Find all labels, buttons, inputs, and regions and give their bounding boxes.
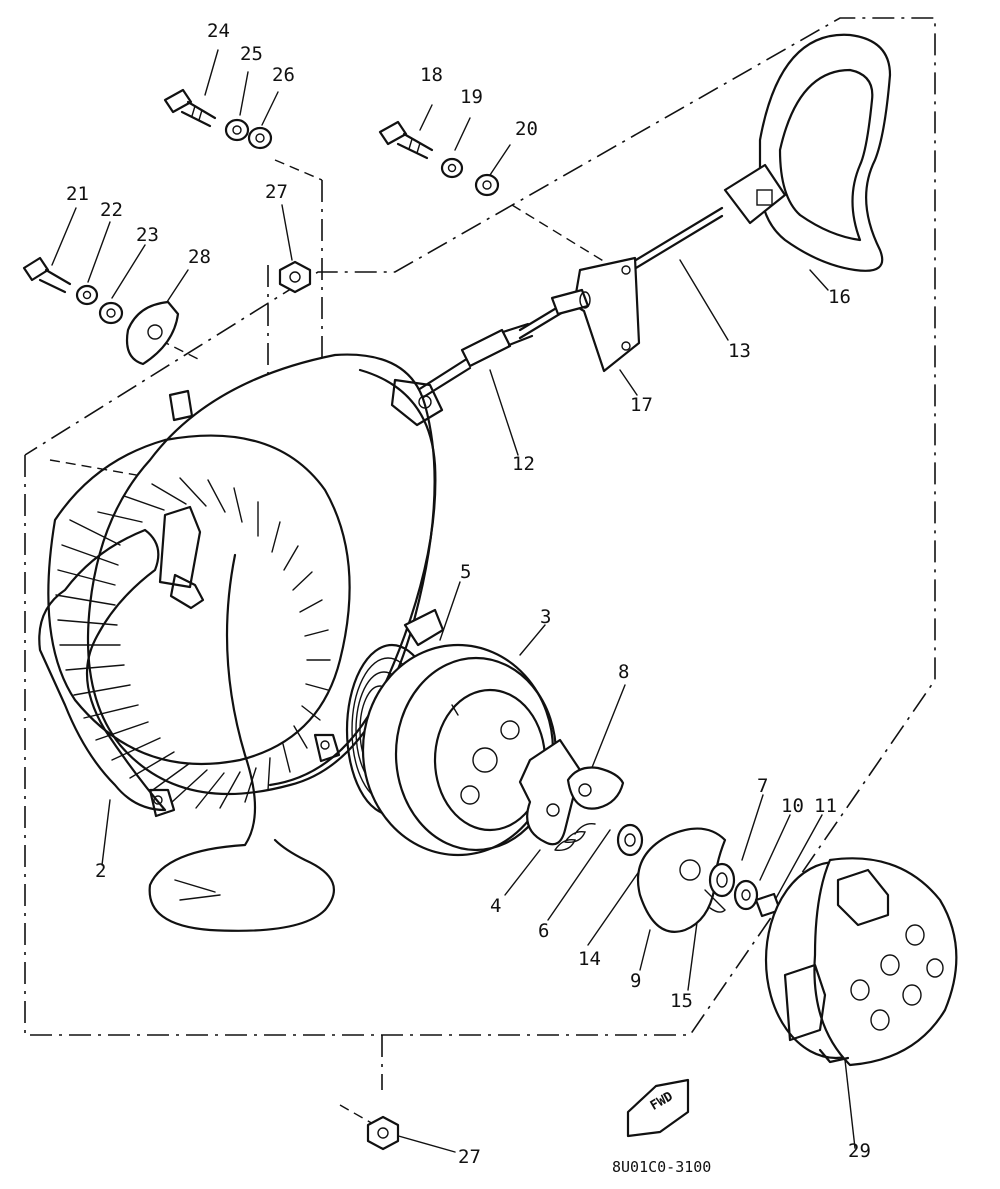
rope-handle-16: [723, 33, 892, 272]
forward-arrow-icon: [626, 1078, 690, 1138]
part-label-20: 20: [515, 118, 538, 140]
bolt-21: [22, 256, 72, 294]
collar-14: [616, 823, 644, 857]
washer-7: [708, 862, 736, 898]
part-label-23: 23: [136, 224, 159, 246]
plate-28: [125, 300, 180, 366]
part-label-11: 11: [814, 795, 837, 817]
part-label-27-lower: 27: [458, 1146, 481, 1168]
drawing-code: 8U01C0-3100: [612, 1158, 712, 1176]
part-label-29: 29: [848, 1140, 871, 1162]
part-label-27-upper: 27: [265, 181, 288, 203]
washer-22: [75, 284, 99, 306]
part-label-18: 18: [420, 64, 443, 86]
spring-6: [554, 823, 596, 851]
part-label-2: 2: [95, 860, 107, 882]
bolt-18: [378, 120, 434, 160]
rope-guide-17: [550, 256, 641, 373]
washer-23: [98, 301, 124, 325]
part-label-26: 26: [272, 64, 295, 86]
washer-19: [440, 157, 464, 179]
friction-plate-9: [636, 827, 727, 933]
part-label-4: 4: [490, 895, 502, 917]
part-label-12: 12: [512, 453, 535, 475]
nut-27-upper: [278, 260, 312, 294]
part-label-3: 3: [540, 606, 552, 628]
part-label-15: 15: [670, 990, 693, 1012]
washer-25: [224, 118, 250, 142]
part-label-17: 17: [630, 394, 653, 416]
part-label-25: 25: [240, 43, 263, 65]
rope-guide-tube-12: [416, 322, 534, 400]
nut-26: [247, 126, 273, 150]
part-label-22: 22: [100, 199, 123, 221]
part-label-19: 19: [460, 86, 483, 108]
part-label-6: 6: [538, 920, 550, 942]
washer-20: [474, 173, 500, 197]
bolt-24: [163, 88, 217, 128]
part-label-5: 5: [460, 561, 472, 583]
part-label-16: 16: [828, 286, 851, 308]
pawl-4: [518, 738, 582, 846]
housing-bracket: [158, 389, 205, 610]
part-label-28: 28: [188, 246, 211, 268]
part-label-13: 13: [728, 340, 751, 362]
part-label-10: 10: [781, 795, 804, 817]
part-label-21: 21: [66, 183, 89, 205]
part-label-14: 14: [578, 948, 601, 970]
spring-15: [704, 889, 726, 913]
part-label-8: 8: [618, 661, 630, 683]
washer-10: [733, 879, 759, 911]
pawl-spring-8: [566, 766, 625, 810]
starter-housing-2: [38, 353, 444, 818]
starter-pulley-29: [764, 857, 958, 1067]
stop-switch-cable: [148, 553, 335, 932]
part-label-24: 24: [207, 20, 230, 42]
nut-27-lower: [366, 1115, 400, 1151]
part-label-9: 9: [630, 970, 642, 992]
part-label-7: 7: [757, 775, 769, 797]
